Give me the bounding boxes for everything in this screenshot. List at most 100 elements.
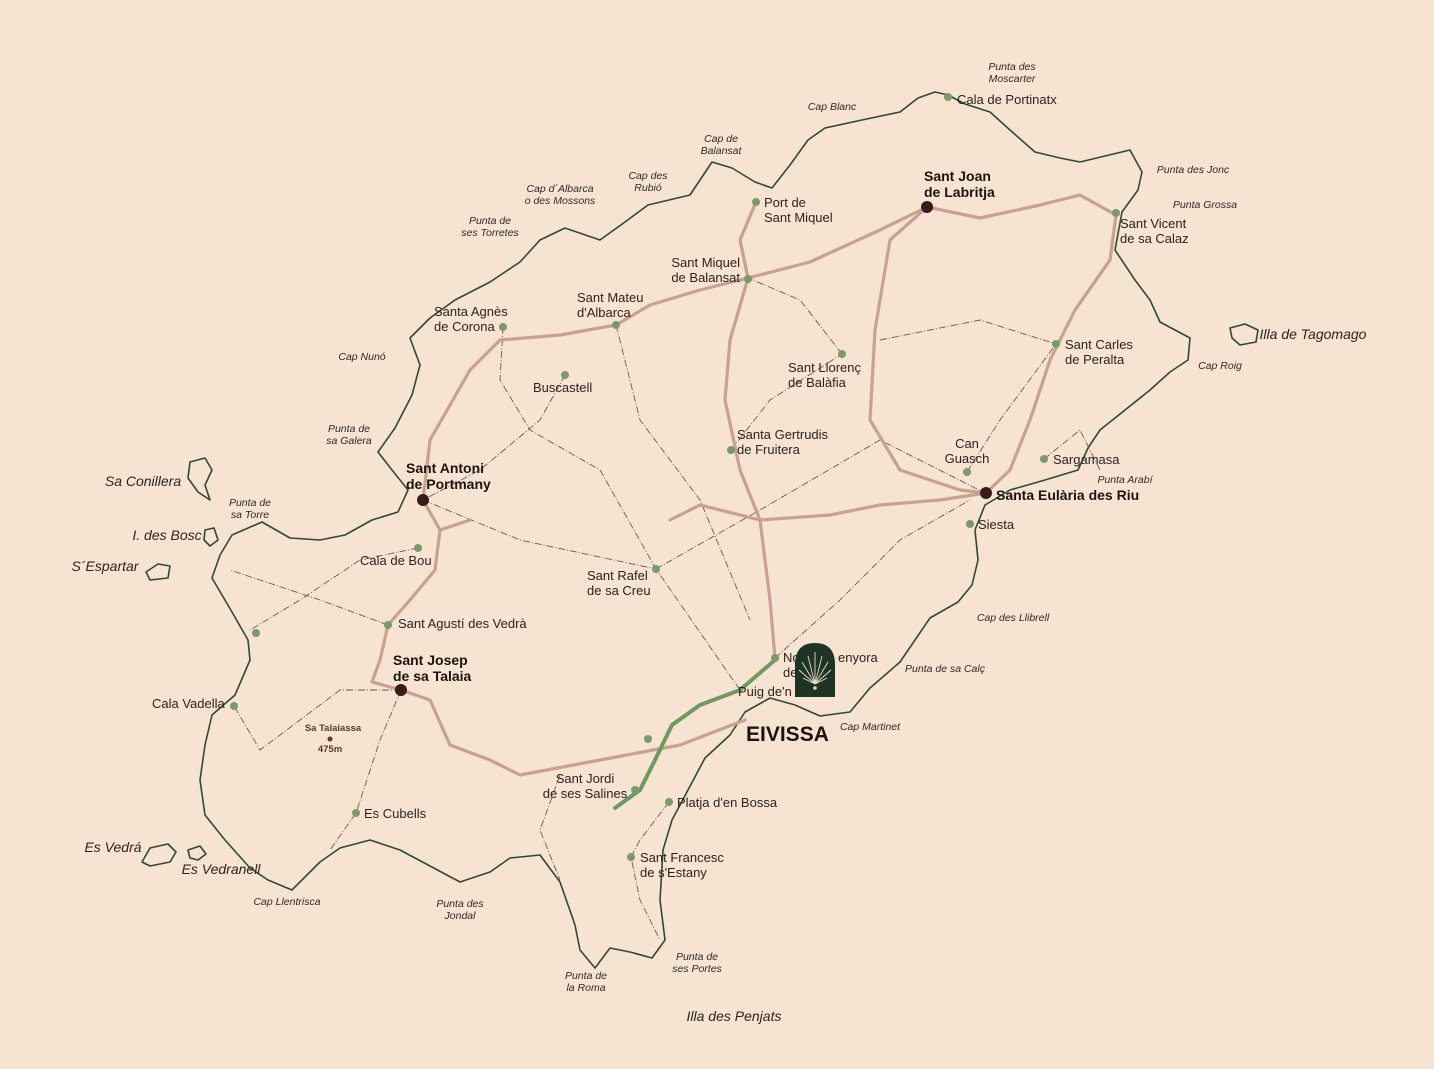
- village-label-sant-vicent-de-sa-calaz: de sa Calaz: [1120, 231, 1189, 246]
- cape-label-punta-de-ses-torretes: Punta de: [469, 215, 511, 227]
- village-label-de: de: [783, 665, 797, 680]
- village-dot[interactable]: [499, 323, 507, 331]
- cape-label-cap-des-rubio: Cap des: [628, 170, 668, 182]
- village-dot[interactable]: [352, 809, 360, 817]
- cape-label-punta-de-sa-galera: Punta de: [328, 423, 370, 435]
- village-label-sant-vicent-de-sa-calaz: Sant Vicent: [1120, 216, 1187, 231]
- village-dot[interactable]: [771, 654, 779, 662]
- cape-label-punta-de-ses-torretes: ses Torretes: [461, 227, 519, 239]
- town-label-sant-josep-de-sa-talaia: Sant Josep: [393, 652, 468, 668]
- village-label-santa-agnes-de-corona: Santa Agnès: [434, 304, 508, 319]
- village-label-santa-gertrudis-de-fruitera: de Fruitera: [737, 442, 801, 457]
- island-label-sa-conillera: Sa Conillera: [105, 473, 181, 489]
- village-dot[interactable]: [963, 468, 971, 476]
- village-label-sant-francesc-de-s-estany: Sant Francesc: [640, 850, 724, 865]
- town-label-sant-joan-de-labritja: Sant Joan: [924, 168, 991, 184]
- village-dot[interactable]: [612, 321, 620, 329]
- town-label-sant-antoni-de-portmany: de Portmany: [406, 476, 491, 492]
- cape-label-cap-des-llibrell: Cap des Llibrell: [977, 612, 1050, 624]
- cape-label-punta-des-jondal: Jondal: [444, 910, 477, 922]
- location-marker[interactable]: [795, 643, 835, 697]
- cape-label-punta-des-moscarter: Punta des: [988, 61, 1036, 73]
- cape-label-punta-des-jondal: Punta des: [436, 898, 484, 910]
- island-label-s-espartar: S´Espartar: [72, 558, 140, 574]
- village-dot[interactable]: [644, 735, 652, 743]
- town-dot[interactable]: [395, 684, 407, 696]
- town-dot[interactable]: [417, 494, 429, 506]
- island-label-illa-de-tagomago: Illa de Tagomago: [1260, 326, 1367, 342]
- cape-label-cap-des-rubio: Rubió: [634, 182, 662, 194]
- cape-label-punta-de-la-roma: la Roma: [566, 982, 605, 994]
- village-label-can-guasch: Can: [955, 436, 979, 451]
- village-label-cala-de-portinatx: Cala de Portinatx: [957, 92, 1057, 107]
- village-dot[interactable]: [752, 198, 760, 206]
- peak-name: Sa Talaiassa: [305, 723, 362, 734]
- island-label-es-vedranell: Es Vedranell: [182, 861, 262, 877]
- village-dot[interactable]: [252, 629, 260, 637]
- village-dot[interactable]: [744, 275, 752, 283]
- village-label-sant-llorenc-de-balafia: de Balàfia: [788, 375, 847, 390]
- cape-label-punta-arabi: Punta Arabí: [1097, 474, 1153, 486]
- island-label-es-vedra: Es Vedrá: [84, 839, 141, 855]
- cape-label-cap-de-balansat: Cap de: [704, 133, 738, 145]
- village-label-sant-carles-de-peralta: Sant Carles: [1065, 337, 1133, 352]
- sa-talaiassa-peak: Sa Talaiassa 475m: [305, 723, 362, 755]
- cape-label-cap-d-albarca-o-des-mossons: o des Mossons: [525, 195, 596, 207]
- village-label-sant-jordi-de-ses-salines: de ses Salines: [543, 786, 628, 801]
- village-label-sant-rafel-de-sa-creu: Sant Rafel: [587, 568, 648, 583]
- cape-label-punta-de-sa-galera: sa Galera: [326, 435, 372, 447]
- cape-label-cap-d-albarca-o-des-mossons: Cap d´Albarca: [526, 183, 593, 195]
- island-label-illa-des-penjats: Illa des Penjats: [687, 1008, 782, 1024]
- village-dot[interactable]: [561, 371, 569, 379]
- town-dot[interactable]: [980, 487, 992, 499]
- village-label-port-de-sant-miquel: Port de: [764, 195, 806, 210]
- cape-label-punta-de-sa-calc: Punta de sa Calç: [905, 663, 986, 675]
- village-dot[interactable]: [631, 786, 639, 794]
- village-label-enyora: enyora: [838, 650, 879, 665]
- village-label-platja-d-en-bossa: Platja d'en Bossa: [677, 795, 778, 810]
- village-label-cala-vadella: Cala Vadella: [152, 696, 226, 711]
- village-dot[interactable]: [627, 853, 635, 861]
- peak-dot: [327, 736, 333, 742]
- village-label-puig-de-n: Puig de'n: [738, 684, 792, 699]
- cape-label-cap-blanc: Cap Blanc: [808, 101, 857, 113]
- village-label-sant-carles-de-peralta: de Peralta: [1065, 352, 1125, 367]
- village-dot[interactable]: [944, 93, 952, 101]
- village-dot[interactable]: [727, 446, 735, 454]
- village-label-sargamasa: Sargamasa: [1053, 452, 1120, 467]
- village-label-sant-miquel-de-balansat: de Balansat: [671, 270, 740, 285]
- village-dot[interactable]: [652, 565, 660, 573]
- village-dot[interactable]: [1112, 209, 1120, 217]
- village-label-siesta: Siesta: [978, 517, 1015, 532]
- village-dot[interactable]: [414, 544, 422, 552]
- town-label-santa-eularia-des-riu: Santa Eulària des Riu: [996, 487, 1139, 503]
- village-label-santa-agnes-de-corona: de Corona: [434, 319, 495, 334]
- village-dot[interactable]: [838, 350, 846, 358]
- village-dot[interactable]: [665, 798, 673, 806]
- cape-label-punta-des-jonc: Punta des Jonc: [1157, 164, 1230, 176]
- village-label-cala-de-bou: Cala de Bou: [360, 553, 432, 568]
- cape-label-punta-de-ses-portes: Punta de: [676, 951, 718, 963]
- village-dot[interactable]: [230, 702, 238, 710]
- place-dots: [230, 93, 1120, 861]
- village-label-port-de-sant-miquel: Sant Miquel: [764, 210, 833, 225]
- village-dot[interactable]: [1052, 340, 1060, 348]
- village-dot[interactable]: [966, 520, 974, 528]
- cape-label-cap-de-balansat: Balansat: [701, 145, 743, 157]
- capital-label: EIVISSA: [746, 723, 829, 746]
- cape-label-cap-nuno: Cap Nunó: [338, 351, 385, 363]
- town-dot[interactable]: [921, 201, 933, 213]
- village-dot[interactable]: [1040, 455, 1048, 463]
- cape-label-punta-grossa: Punta Grossa: [1173, 199, 1237, 211]
- cape-label-punta-de-sa-torre: sa Torre: [231, 509, 269, 521]
- cape-label-cap-martinet: Cap Martinet: [840, 721, 901, 733]
- village-label-es-cubells: Es Cubells: [364, 806, 427, 821]
- cape-label-cap-llentrisca: Cap Llentrisca: [253, 896, 320, 908]
- cape-label-punta-des-moscarter: Moscarter: [989, 73, 1036, 85]
- town-label-sant-antoni-de-portmany: Sant Antoni: [406, 460, 484, 476]
- village-label-santa-gertrudis-de-fruitera: Santa Gertrudis: [737, 427, 829, 442]
- green-route: [613, 658, 777, 810]
- village-dot[interactable]: [384, 621, 392, 629]
